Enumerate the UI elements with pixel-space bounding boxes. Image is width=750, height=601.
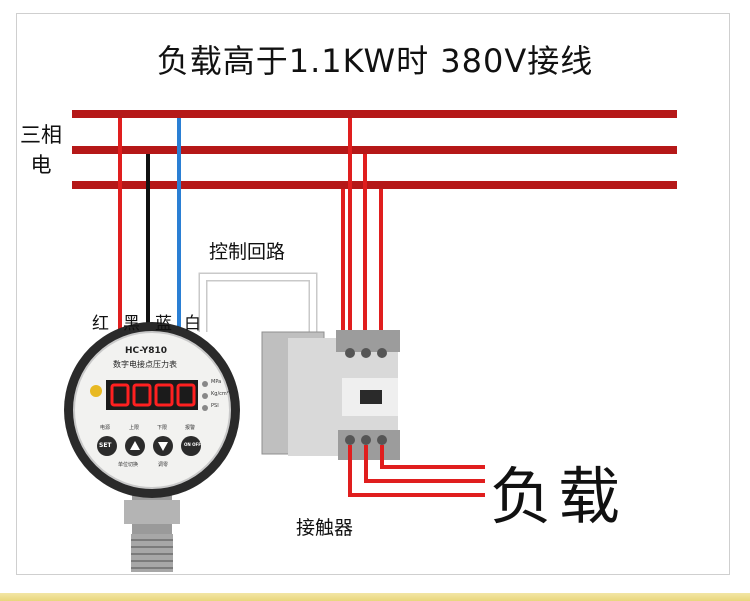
contactor-label: 接触器 xyxy=(296,517,354,539)
led-label-lower: 下限 xyxy=(157,425,168,431)
white-wire-label: 白 xyxy=(184,314,201,334)
gauge-nut xyxy=(124,500,180,524)
contactor-bottom-terminals xyxy=(338,430,400,460)
set-button[interactable] xyxy=(97,436,117,456)
zero-adjust-label: 调零 xyxy=(158,462,169,468)
diagram-title: 负载高于1.1KW时 380V接线 xyxy=(156,42,594,80)
load-wire-3 xyxy=(380,445,485,469)
three-phase-label-line2: 电 xyxy=(30,153,52,177)
terminal-bottom-1 xyxy=(345,435,355,445)
on-off-button[interactable] xyxy=(181,436,201,456)
contactor-device xyxy=(261,330,400,460)
gauge-model: HC-Y810 xyxy=(125,346,168,356)
load-wire-1 xyxy=(348,445,485,497)
control-loop-wire xyxy=(200,274,316,332)
bus-line-3 xyxy=(72,181,677,189)
pressure-gauge xyxy=(64,322,240,572)
unit-label-kgcm2: Kg/cm² xyxy=(211,391,229,397)
gauge-display-digits xyxy=(110,383,196,407)
unit-led-3 xyxy=(202,405,208,411)
red-wire xyxy=(118,118,122,330)
unit-switch-label: 单位切换 xyxy=(118,462,139,468)
black-wire xyxy=(146,154,150,330)
led-label-power: 电源 xyxy=(100,425,111,431)
blue-wire-label: 蓝 xyxy=(155,314,172,334)
bus-line-1 xyxy=(72,110,677,118)
down-arrow-icon xyxy=(158,442,168,451)
load-wire-2 xyxy=(364,445,485,483)
gauge-name: 数字电接点压力表 xyxy=(113,360,177,369)
unit-label-mpa: MPa xyxy=(211,379,222,385)
three-phase-label-line1: 三相 xyxy=(20,123,62,147)
unit-led-2 xyxy=(202,393,208,399)
bottom-accent-bar xyxy=(0,593,750,601)
terminal-top-3 xyxy=(377,348,387,358)
control-loop-label: 控制回路 xyxy=(209,241,286,263)
control-loop-wire-outline xyxy=(198,272,318,332)
up-arrow-icon xyxy=(130,441,140,450)
red-wire-label: 红 xyxy=(92,314,109,334)
terminal-top-2 xyxy=(361,348,371,358)
blue-wire xyxy=(177,118,181,330)
black-wire-label: 黑 xyxy=(123,314,140,334)
terminal-bottom-3 xyxy=(377,435,387,445)
load-label: 负载 xyxy=(490,460,627,533)
led-label-alarm: 报警 xyxy=(185,425,196,431)
set-button-label: SET xyxy=(99,442,112,449)
terminal-bottom-2 xyxy=(361,435,371,445)
terminal-top-1 xyxy=(345,348,355,358)
led-label-upper: 上限 xyxy=(129,425,140,431)
unit-label-psi: PSI xyxy=(211,403,219,409)
unit-led-1 xyxy=(202,381,208,387)
three-phase-label: 三相 电 xyxy=(20,120,62,180)
contactor-top-terminals xyxy=(336,330,400,352)
brand-logo-icon xyxy=(90,385,102,397)
contactor-indicator xyxy=(360,390,382,404)
gauge-thread-lines xyxy=(131,539,173,569)
bus-line-2 xyxy=(72,146,677,154)
on-off-button-label: ON OFF xyxy=(184,442,202,447)
